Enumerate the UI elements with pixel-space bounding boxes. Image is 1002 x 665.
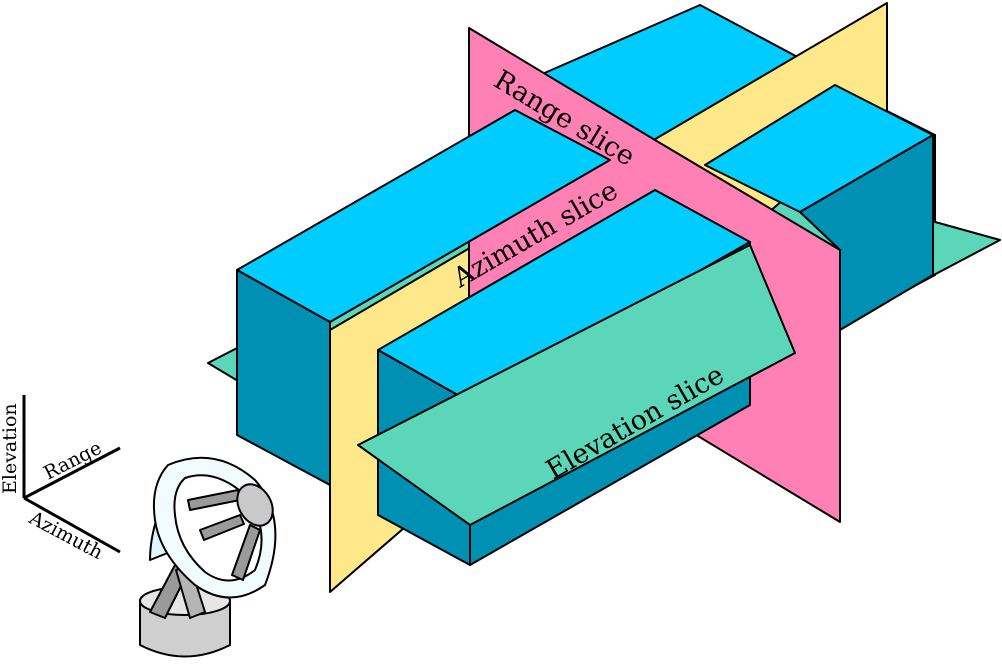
range-axis	[23, 446, 121, 500]
range-axis-label: Range	[40, 437, 105, 485]
antenna-feed	[236, 483, 274, 527]
antenna-arm-3	[231, 524, 261, 581]
elevation-plane-front	[357, 244, 796, 526]
azimuth-axis-label: Azimuth	[25, 507, 107, 564]
box-left-front	[236, 269, 331, 486]
box-left	[236, 109, 611, 486]
axis-triad	[22, 395, 121, 554]
antenna-arm-2	[199, 514, 245, 541]
box-right	[704, 84, 934, 331]
box-right-front	[799, 134, 934, 331]
azimuth-axis	[23, 496, 121, 554]
radar-dish-icon	[139, 456, 277, 658]
elevation-axis-label: Elevation	[0, 403, 21, 494]
